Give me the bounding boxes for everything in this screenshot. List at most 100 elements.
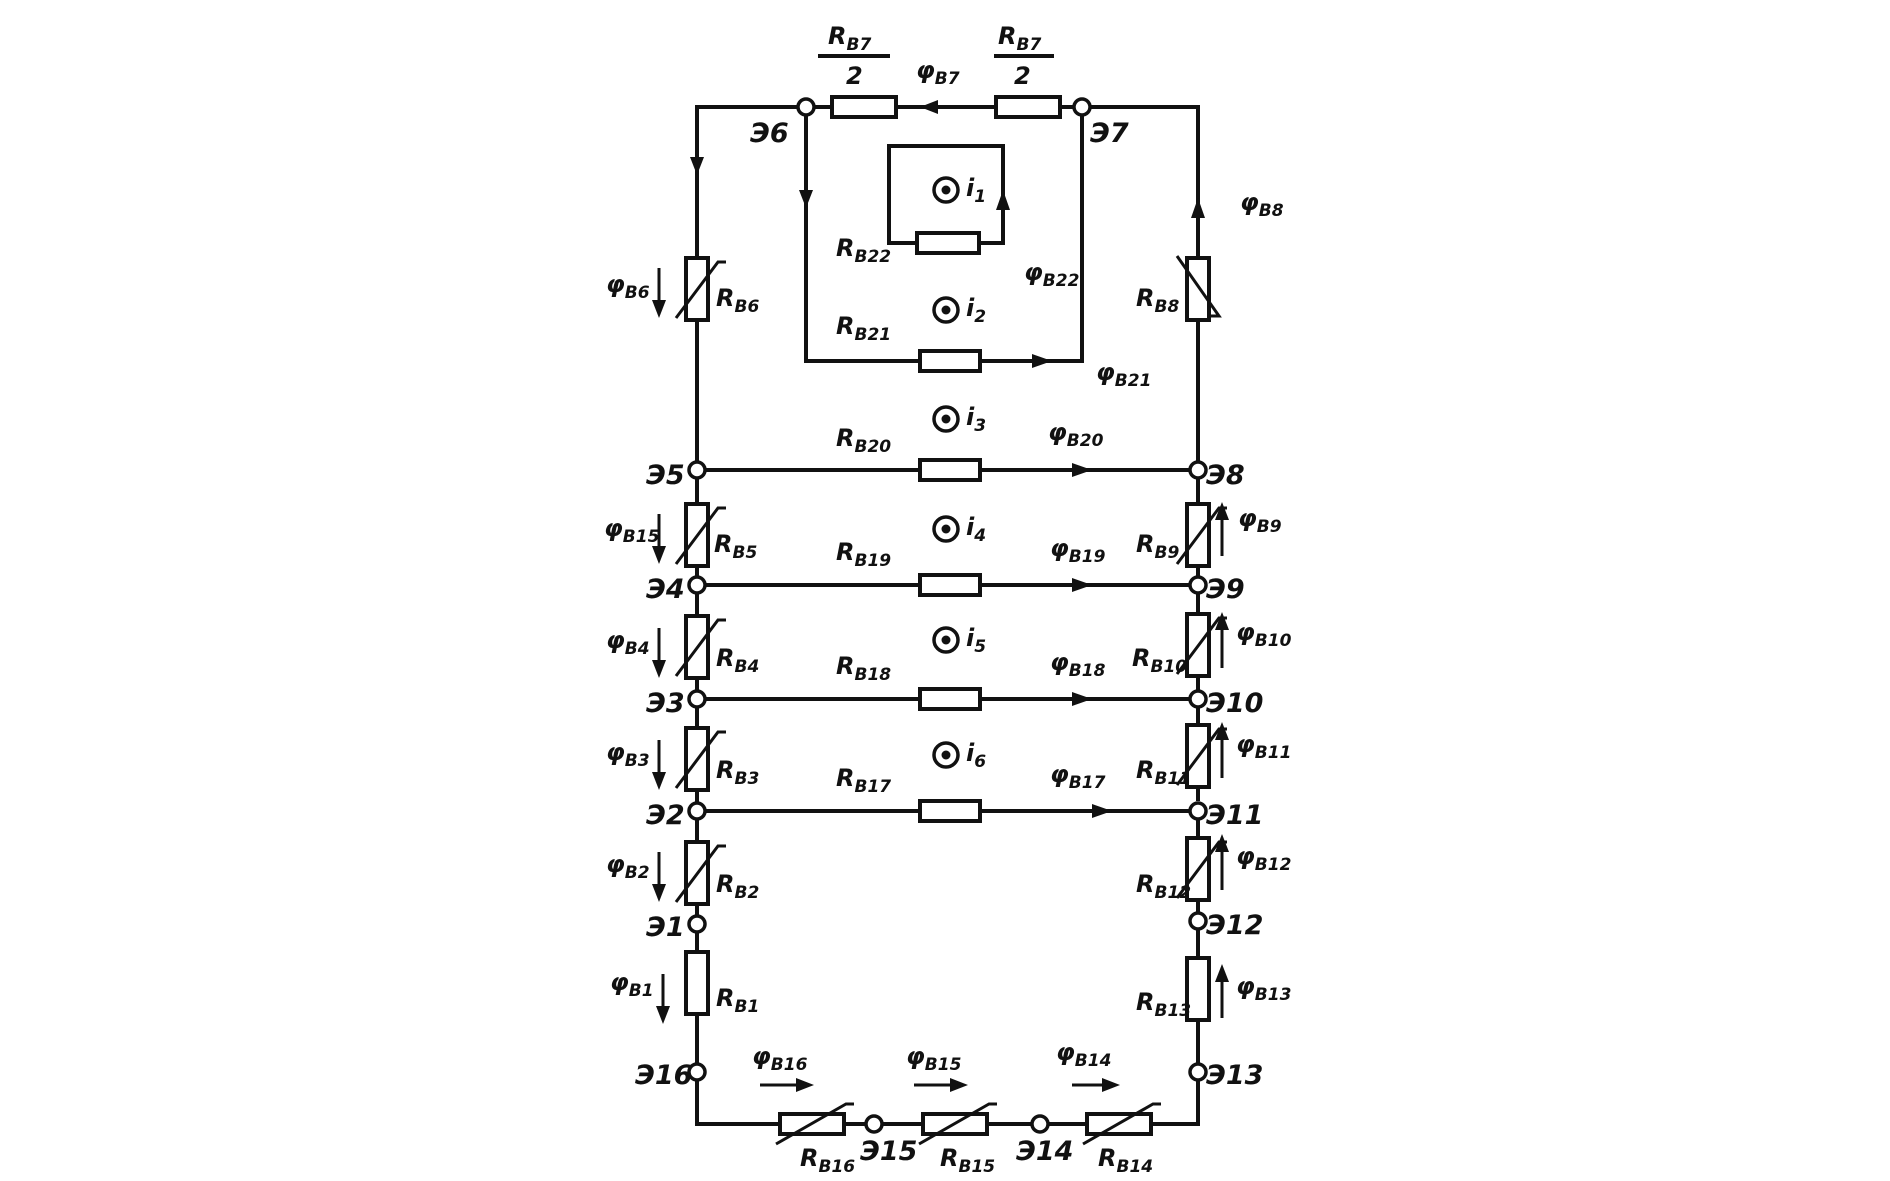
label-r-b10: RB10 <box>1132 644 1187 677</box>
resistor-rb22 <box>915 231 981 255</box>
resistor-rb21 <box>918 349 982 373</box>
label-phi-b7: φB7 <box>916 56 960 89</box>
current-labels: i1 i2 i3 i4 i5 i6 <box>966 174 986 772</box>
node-label-e4: Э4 <box>646 574 685 605</box>
current-markers <box>932 176 960 769</box>
label-r-b7-left: RB7 <box>828 22 871 55</box>
label-r-b7-right-half: 2 <box>1014 62 1031 90</box>
node-e15 <box>864 1114 884 1134</box>
label-i6: i6 <box>966 739 986 772</box>
flux-labels: φB6 φB15 φB4 φB3 φB2 φB1 φB8 φB9 φB10 φB… <box>604 56 1292 1075</box>
nonlinear-marks <box>674 255 1227 1146</box>
label-phi-b19: φB19 <box>1050 534 1106 567</box>
label-r-b4: RB4 <box>716 644 759 677</box>
resistance-labels: RB6 RB5 RB4 RB3 RB2 RB1 RB8 RB9 RB10 RB1… <box>714 22 1191 1177</box>
nodes <box>687 97 1208 1134</box>
node-label-e16: Э16 <box>635 1060 692 1091</box>
label-phi-b14: φB14 <box>1056 1038 1111 1071</box>
node-e10 <box>1188 689 1208 709</box>
label-r-b9: RB9 <box>1136 530 1179 563</box>
label-phi-b13: φB13 <box>1236 972 1291 1005</box>
label-r-b14: RB14 <box>1098 1144 1153 1177</box>
label-phi-b8: φB8 <box>1240 188 1284 221</box>
node-e11 <box>1188 801 1208 821</box>
node-label-e15: Э15 <box>860 1136 917 1167</box>
node-e4 <box>687 575 707 595</box>
node-e1 <box>687 914 707 934</box>
node-e14 <box>1030 1114 1050 1134</box>
node-e16 <box>687 1062 707 1082</box>
label-phi-b18: φB18 <box>1050 648 1106 681</box>
node-e8 <box>1188 460 1208 480</box>
label-phi-b21: φB21 <box>1096 358 1151 391</box>
label-r-b8: RB8 <box>1136 284 1179 317</box>
label-r-b13: RB13 <box>1136 988 1191 1021</box>
node-label-e11: Э11 <box>1206 800 1263 831</box>
label-r-b7-right: RB7 <box>998 22 1041 55</box>
resistor-rb7-left <box>830 95 898 119</box>
label-phi-b15: φB15 <box>604 514 659 547</box>
label-r-b3: RB3 <box>716 756 759 789</box>
node-e6 <box>796 97 816 117</box>
resistor-rb13 <box>1185 956 1211 1022</box>
label-r-b7-left-half: 2 <box>846 62 863 90</box>
node-label-e13: Э13 <box>1206 1060 1263 1091</box>
label-r-b1: RB1 <box>716 984 759 1017</box>
label-phi-b11: φB11 <box>1236 730 1291 763</box>
label-r-b18: RB18 <box>836 652 891 685</box>
node-labels: Э5 Э4 Э3 Э2 Э1 Э16 Э8 Э9 Э10 Э11 Э12 Э13… <box>635 118 1263 1167</box>
node-e2 <box>687 801 707 821</box>
label-r-b16: RB16 <box>800 1144 855 1177</box>
node-e13 <box>1188 1062 1208 1082</box>
label-r-b19: RB19 <box>836 538 891 571</box>
label-i2: i2 <box>966 294 986 327</box>
label-r-b21: RB21 <box>836 312 891 345</box>
label-i4: i4 <box>966 513 986 546</box>
label-phi-b15-bottom: φB15 <box>906 1042 961 1075</box>
resistor-rb17 <box>918 799 982 823</box>
node-label-e12: Э12 <box>1206 910 1263 941</box>
label-i3: i3 <box>966 403 986 436</box>
resistor-bodies <box>684 95 1211 1136</box>
flux-arrows <box>652 100 1229 1092</box>
node-label-e10: Э10 <box>1206 688 1263 719</box>
node-label-e8: Э8 <box>1206 460 1245 491</box>
label-r-b15: RB15 <box>940 1144 995 1177</box>
label-r-b6: RB6 <box>716 284 759 317</box>
node-e7 <box>1072 97 1092 117</box>
node-label-e14: Э14 <box>1016 1136 1073 1167</box>
label-r-b12: RB12 <box>1136 870 1191 903</box>
wires <box>695 105 1200 1126</box>
label-i1: i1 <box>966 174 986 207</box>
node-label-e1: Э1 <box>646 912 685 943</box>
label-r-b17: RB17 <box>836 764 891 797</box>
label-phi-b22: φB22 <box>1024 258 1079 291</box>
label-r-b5: RB5 <box>714 530 757 563</box>
node-label-e3: Э3 <box>646 688 685 719</box>
label-phi-b1: φB1 <box>610 968 654 1001</box>
node-e5 <box>687 460 707 480</box>
node-e9 <box>1188 575 1208 595</box>
label-phi-b2: φB2 <box>606 850 650 883</box>
label-r-b11: RB11 <box>1136 756 1191 789</box>
label-phi-b3: φB3 <box>606 738 650 771</box>
label-phi-b9: φB9 <box>1238 504 1282 537</box>
node-label-e2: Э2 <box>646 800 685 831</box>
node-e12 <box>1188 911 1208 931</box>
resistor-rb20 <box>918 458 982 482</box>
label-phi-b17: φB17 <box>1050 760 1106 793</box>
label-phi-b10: φB10 <box>1236 618 1292 651</box>
node-label-e9: Э9 <box>1206 574 1245 605</box>
resistor-rb19 <box>918 573 982 597</box>
label-i5: i5 <box>966 624 986 657</box>
resistor-rb18 <box>918 687 982 711</box>
label-phi-b20: φB20 <box>1048 418 1104 451</box>
label-r-b20: RB20 <box>836 424 891 457</box>
node-e3 <box>687 689 707 709</box>
resistor-rb7-right <box>994 95 1062 119</box>
label-r-b2: RB2 <box>716 870 759 903</box>
node-label-e7: Э7 <box>1090 118 1129 149</box>
resistor-rb8 <box>1185 256 1211 322</box>
label-phi-b16: φB16 <box>752 1042 808 1075</box>
